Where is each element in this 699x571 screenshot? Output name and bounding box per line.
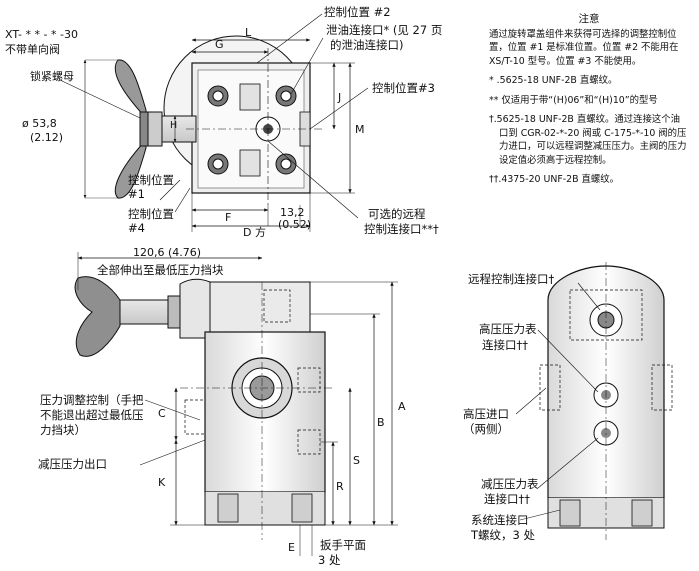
front-view bbox=[74, 252, 398, 556]
bolt-heads bbox=[207, 83, 297, 177]
drain-label-1: 泄油连接口* (见 27 页 bbox=[326, 23, 442, 37]
dia-inch: (2.12) bbox=[30, 131, 63, 144]
dim-13-2: 13,2 bbox=[280, 206, 305, 219]
adjust-label-3: 力挡块） bbox=[40, 423, 86, 437]
hp-gauge-label-a: 高压压力表 bbox=[479, 322, 537, 336]
dim-120-6: 120,6 (4.76) bbox=[133, 246, 201, 259]
ctrl3-label: 控制位置#3 bbox=[372, 81, 435, 95]
dim-E: E bbox=[288, 541, 295, 554]
side-view bbox=[515, 262, 673, 540]
dim-K: K bbox=[158, 476, 166, 489]
hp-inlet-label-a: 高压进口 bbox=[463, 407, 509, 421]
model-desc: 不带单向阀 bbox=[5, 42, 60, 56]
ctrl2-label: 控制位置 #2 bbox=[324, 5, 391, 19]
wrench-flat-count: 3 处 bbox=[318, 553, 341, 567]
note-2: ** 仅适用于带“(H)06”和“(H)10”的型号 bbox=[489, 94, 658, 106]
top-view bbox=[59, 13, 369, 232]
sys-port-label-a: 系统连接口 bbox=[471, 513, 529, 527]
adjust-handle-front bbox=[74, 276, 121, 357]
note-paragraph: 通过旋转罩盖组件来获得可选择的调整控制位置，位置 #1 是标准位置。位置 #2 … bbox=[489, 28, 679, 67]
dim-B: B bbox=[377, 416, 385, 429]
rp-gauge-label-a: 减压压力表 bbox=[481, 477, 539, 491]
ctrl4-label-b: #4 bbox=[128, 221, 145, 235]
note-3: †.5625-18 UNF-2B 直螺纹。通过连接这个油口到 CGR-02-*-… bbox=[489, 114, 687, 166]
note-4: ††.4375-20 UNF-2B 直螺纹。 bbox=[489, 174, 620, 185]
dim-G: G bbox=[215, 38, 224, 51]
dim-J: J bbox=[337, 91, 341, 104]
dim-F: F bbox=[225, 211, 231, 224]
ctrl4-label-a: 控制位置 bbox=[128, 207, 174, 221]
remote-port-label: 远程控制连接口† bbox=[468, 272, 554, 286]
hp-inlet-label-b: （两侧） bbox=[463, 422, 509, 436]
notes-title: 注意 bbox=[578, 13, 600, 25]
ctrl1-label-b: #1 bbox=[128, 187, 145, 201]
reduced-outlet-label: 减压压力出口 bbox=[38, 457, 107, 471]
note-1: * .5625-18 UNF-2B 直螺纹。 bbox=[489, 75, 618, 86]
lock-nut-label: 锁紧螺母 bbox=[30, 69, 74, 83]
dim-S: S bbox=[353, 454, 360, 467]
remote-label-b: 控制连接口**† bbox=[364, 222, 439, 236]
dim-A: A bbox=[398, 400, 406, 413]
remote-label-a: 可选的远程 bbox=[368, 207, 426, 221]
ctrl1-label-a: 控制位置 bbox=[128, 173, 174, 187]
drain-label-2: 的泄油连接口) bbox=[330, 38, 404, 52]
full-extend-label: 全部伸出至最低压力挡块 bbox=[97, 263, 224, 277]
dim-M: M bbox=[355, 123, 365, 136]
rp-gauge-label-b: 连接口†† bbox=[484, 492, 530, 506]
sys-port-label-b: T螺纹，3 处 bbox=[470, 528, 535, 542]
wrench-flat-label: 扳手平面 bbox=[320, 538, 366, 552]
dim-L: L bbox=[245, 26, 252, 39]
dia-metric: ø 53,8 bbox=[22, 117, 57, 130]
dim-C: C bbox=[158, 407, 166, 420]
dim-H: H bbox=[170, 120, 177, 131]
dim-R: R bbox=[336, 480, 344, 493]
adjust-label-1: 压力调整控制（手把 bbox=[40, 393, 144, 407]
model-code: XT- * * - * -30 bbox=[5, 28, 78, 41]
adjust-label-2: 不能退出超过最低压 bbox=[40, 408, 144, 422]
dim-D: D 方 bbox=[243, 225, 266, 239]
hp-gauge-label-b: 连接口†† bbox=[482, 338, 528, 352]
dim-0-52: (0.52) bbox=[278, 218, 311, 231]
notes-block: 注意 通过旋转罩盖组件来获得可选择的调整控制位置，位置 #1 是标准位置。位置 … bbox=[489, 13, 689, 193]
